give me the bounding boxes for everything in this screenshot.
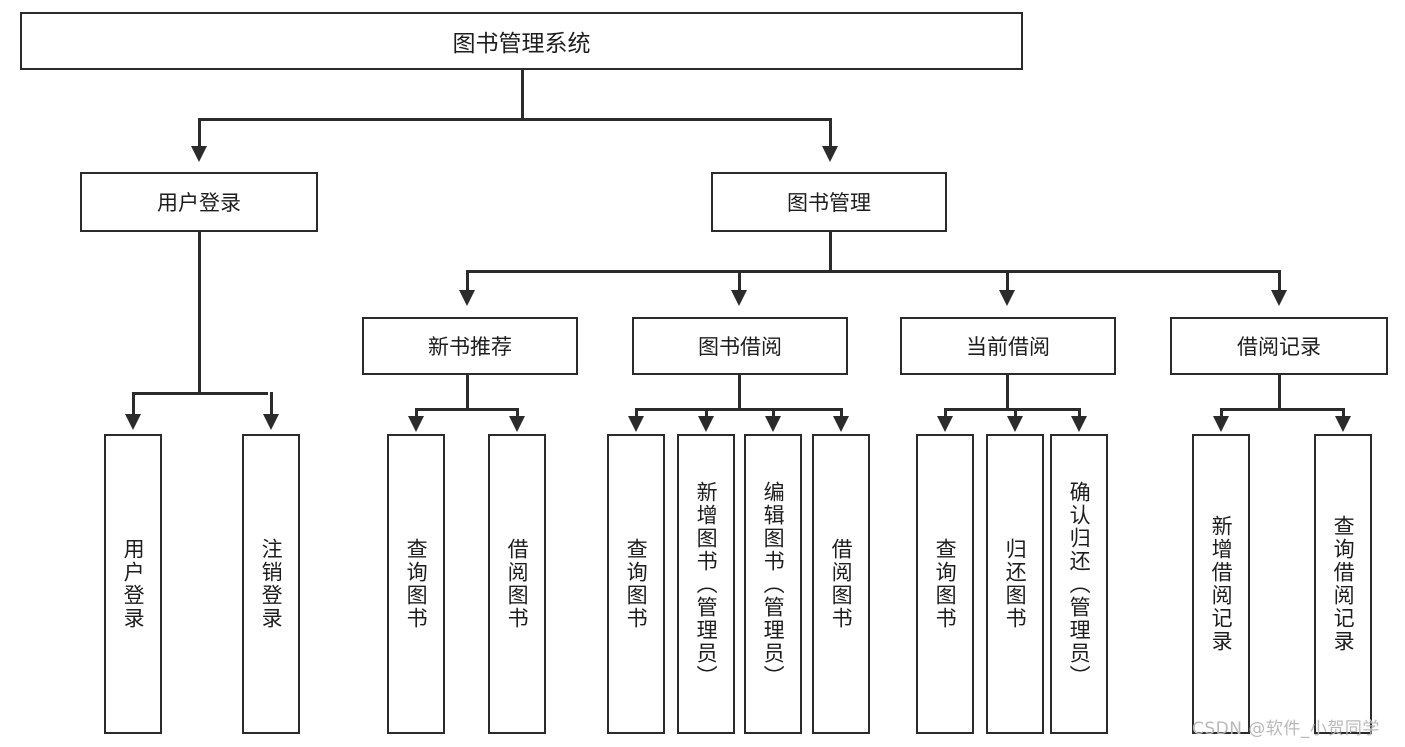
connector-borrow-record-to-leaf-2 [1342, 408, 1345, 420]
leaf-query-book-borrow[interactable]: 查询图书 [607, 434, 665, 734]
leaf-label: 查询图书 [404, 538, 429, 630]
connector-book-borrow-stem [738, 375, 741, 410]
connector-current-borrow-to-leaf-3 [1078, 408, 1081, 420]
node-label: 当前借阅 [966, 335, 1050, 359]
leaf-return-book[interactable]: 归还图书 [986, 434, 1044, 734]
node-book-management[interactable]: 图书管理 [711, 172, 947, 232]
connector-borrow-record-to-leaf-1 [1220, 408, 1223, 420]
leaf-query-borrow-record[interactable]: 查询借阅记录 [1314, 434, 1372, 734]
leaf-label: 借阅图书 [829, 538, 854, 630]
connector-book-management-stem [829, 232, 832, 272]
arrow-bm-to-current-borrow [999, 290, 1015, 306]
connector-new-book-bus [415, 408, 519, 411]
leaf-label: 归还图书 [1003, 538, 1028, 630]
leaf-add-book-admin[interactable]: 新增图书（管理员） [677, 434, 735, 734]
connector-root-stem [521, 70, 524, 120]
arrow-user-login-to-leaf-1 [125, 414, 141, 430]
arrow-book-borrow-to-leaf-3 [765, 416, 781, 432]
connector-book-borrow-to-leaf-2 [705, 408, 708, 420]
connector-book-borrow-to-leaf-1 [635, 408, 638, 420]
connector-current-borrow-to-leaf-2 [1014, 408, 1017, 420]
connector-user-login-to-leaf-1 [132, 392, 135, 416]
leaf-query-book-recommend[interactable]: 查询图书 [387, 434, 445, 734]
arrow-bm-to-borrow-record [1271, 290, 1287, 306]
node-new-book-recommend[interactable]: 新书推荐 [362, 317, 578, 375]
arrow-book-borrow-to-leaf-1 [628, 416, 644, 432]
connector-new-book-stem [466, 375, 469, 410]
node-book-borrow[interactable]: 图书借阅 [632, 317, 848, 375]
leaf-query-book-current[interactable]: 查询图书 [916, 434, 974, 734]
arrow-user-login-to-leaf-2 [263, 414, 279, 430]
watermark-text: CSDN @软件_小贺同学 [1192, 719, 1380, 739]
leaf-label: 用户登录 [121, 538, 146, 630]
arrow-borrow-record-to-leaf-1 [1213, 416, 1229, 432]
arrow-book-borrow-to-leaf-2 [698, 416, 714, 432]
connector-book-borrow-bus [635, 408, 842, 411]
connector-root-bus [198, 118, 830, 121]
node-label: 借阅记录 [1237, 335, 1321, 359]
node-label: 用户登录 [157, 191, 241, 215]
connector-book-management-bus [466, 270, 1280, 273]
leaf-label: 注销登录 [259, 538, 284, 630]
leaf-label: 新增借阅记录 [1209, 515, 1234, 653]
leaf-label: 查询借阅记录 [1331, 515, 1356, 653]
connector-borrow-record-stem [1278, 375, 1281, 410]
arrow-current-borrow-to-leaf-3 [1071, 416, 1087, 432]
connector-root-to-book-management [829, 118, 832, 148]
leaf-label: 借阅图书 [505, 538, 530, 630]
node-current-borrow[interactable]: 当前借阅 [900, 317, 1116, 375]
connector-new-book-to-leaf-2 [516, 408, 519, 420]
arrow-current-borrow-to-leaf-2 [1007, 416, 1023, 432]
leaf-add-borrow-record[interactable]: 新增借阅记录 [1192, 434, 1250, 734]
connector-new-book-to-leaf-1 [415, 408, 418, 420]
leaf-confirm-return-admin[interactable]: 确认归还（管理员） [1050, 434, 1108, 734]
connector-book-borrow-to-leaf-4 [840, 408, 843, 420]
arrow-root-to-book-management [822, 146, 838, 162]
connector-user-login-bus [132, 392, 268, 395]
arrow-root-to-user-login [191, 146, 207, 162]
leaf-borrow-book-recommend[interactable]: 借阅图书 [488, 434, 546, 734]
node-root-book-management-system[interactable]: 图书管理系统 [20, 12, 1023, 70]
connector-current-borrow-to-leaf-1 [944, 408, 947, 420]
connector-borrow-record-bus [1220, 408, 1344, 411]
arrow-new-book-to-leaf-2 [509, 416, 525, 432]
connector-bm-to-current-borrow [1006, 270, 1009, 292]
node-user-login[interactable]: 用户登录 [80, 172, 318, 232]
connector-bm-to-book-borrow [738, 270, 741, 292]
node-borrow-record[interactable]: 借阅记录 [1170, 317, 1388, 375]
connector-book-borrow-to-leaf-3 [772, 408, 775, 420]
leaf-label: 查询图书 [933, 538, 958, 630]
node-label: 图书管理系统 [452, 31, 591, 57]
leaf-label: 确认归还（管理员） [1067, 480, 1092, 688]
connector-bm-to-new-book [466, 270, 469, 292]
connector-user-login-to-leaf-2 [270, 392, 273, 416]
arrow-bm-to-book-borrow [731, 290, 747, 306]
leaf-edit-book-admin[interactable]: 编辑图书（管理员） [744, 434, 802, 734]
node-label: 图书管理 [787, 191, 871, 215]
node-label: 新书推荐 [428, 335, 512, 359]
arrow-new-book-to-leaf-1 [408, 416, 424, 432]
leaf-user-login[interactable]: 用户登录 [104, 434, 162, 734]
leaf-label: 新增图书（管理员） [694, 480, 719, 688]
arrow-book-borrow-to-leaf-4 [833, 416, 849, 432]
connector-current-borrow-stem [1006, 375, 1009, 410]
connector-root-to-user-login [198, 118, 201, 148]
leaf-label: 编辑图书（管理员） [761, 480, 786, 688]
leaf-label: 查询图书 [624, 538, 649, 630]
connector-user-login-stem [198, 232, 201, 394]
arrow-borrow-record-to-leaf-2 [1335, 416, 1351, 432]
arrow-current-borrow-to-leaf-1 [937, 416, 953, 432]
connector-bm-to-borrow-record [1278, 270, 1281, 292]
leaf-borrow-book[interactable]: 借阅图书 [812, 434, 870, 734]
connector-current-borrow-bus [944, 408, 1080, 411]
arrow-bm-to-new-book [459, 290, 475, 306]
node-label: 图书借阅 [698, 335, 782, 359]
leaf-user-logout[interactable]: 注销登录 [242, 434, 300, 734]
